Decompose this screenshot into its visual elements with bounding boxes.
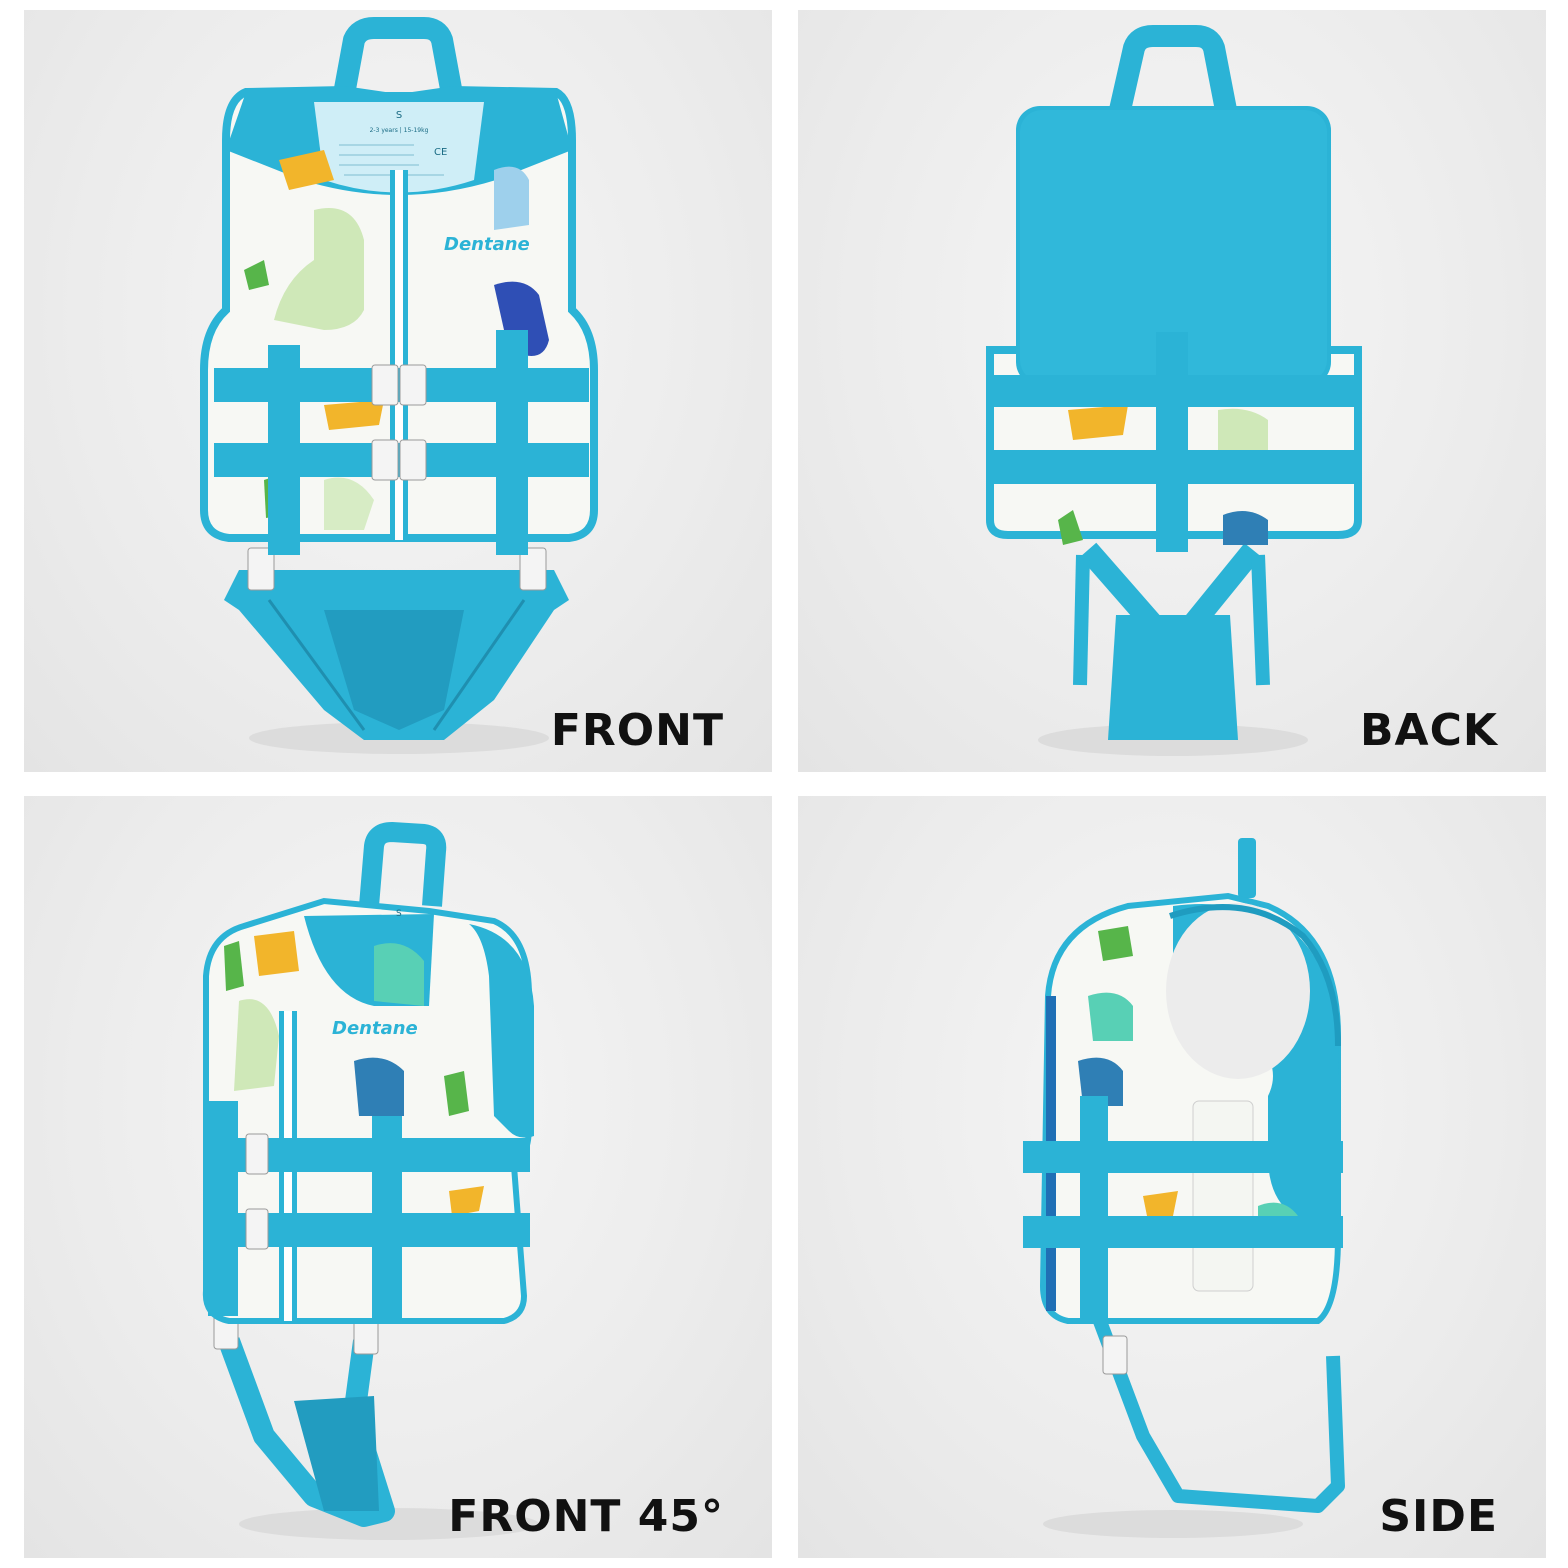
side-view-panel: SIDE bbox=[798, 796, 1546, 1558]
back-view-panel: BACK bbox=[798, 10, 1546, 772]
vest-side-illustration bbox=[1023, 838, 1345, 1538]
caption-side: SIDE bbox=[1379, 1491, 1498, 1542]
size-label: S bbox=[396, 110, 402, 121]
brand-logo: Dentane bbox=[444, 234, 530, 255]
front-view-panel: S 2-3 years | 15-19kg CE Dentane FRONT bbox=[24, 10, 772, 772]
size-info: 2-3 years | 15-19kg bbox=[370, 127, 429, 134]
front-45-view-panel: Dentane S FRONT 45° bbox=[24, 796, 772, 1558]
brand-logo-45: Dentane bbox=[332, 1018, 418, 1039]
caption-front-45: FRONT 45° bbox=[448, 1491, 724, 1542]
caption-back: BACK bbox=[1360, 705, 1498, 756]
vest-front-45-illustration: Dentane S bbox=[202, 822, 539, 1540]
caption-front: FRONT bbox=[550, 705, 724, 756]
vest-front-illustration: S 2-3 years | 15-19kg CE Dentane bbox=[200, 17, 598, 754]
vest-back-illustration bbox=[986, 25, 1362, 756]
ce-mark: CE bbox=[434, 147, 447, 158]
size-label-45: S bbox=[396, 909, 402, 919]
